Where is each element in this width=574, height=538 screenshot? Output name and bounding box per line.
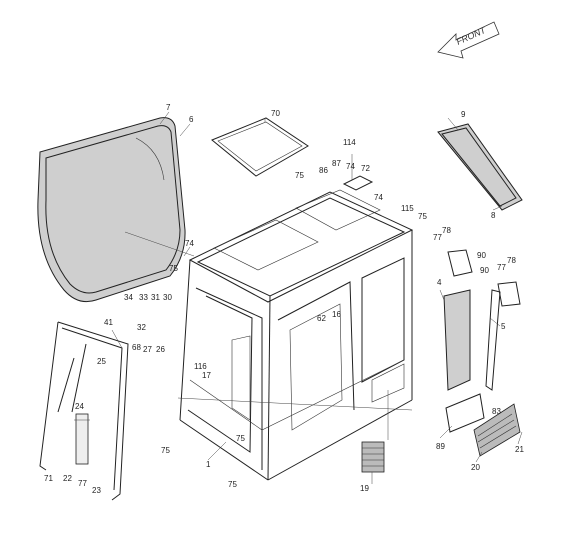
callout-27: 27 [143, 345, 152, 354]
callout-70: 70 [271, 109, 280, 118]
callout-20: 20 [471, 463, 480, 472]
filter-20 [473, 403, 521, 457]
cab-frame [179, 189, 414, 481]
leader-lines [74, 111, 523, 484]
callout-9: 9 [461, 110, 466, 119]
callout-77-lower: 77 [78, 479, 87, 488]
callout-41: 41 [104, 318, 113, 327]
callout-21: 21 [515, 445, 524, 454]
callout-74-left: 74 [185, 239, 194, 248]
callout-1: 1 [206, 460, 211, 469]
callout-90-lower: 90 [480, 266, 489, 275]
door-seal [39, 321, 129, 501]
callout-116: 116 [194, 362, 207, 371]
roof-bracket [342, 154, 374, 191]
front-arrow: FRONT [437, 21, 500, 59]
callout-75-right: 75 [418, 212, 427, 221]
callout-72: 72 [361, 164, 370, 173]
callout-17: 17 [202, 371, 211, 380]
callout-68: 68 [132, 343, 141, 352]
callout-78-right: 78 [507, 256, 516, 265]
callout-89: 89 [436, 442, 445, 451]
callout-8: 8 [491, 211, 496, 220]
callout-25: 25 [97, 357, 106, 366]
callout-6: 6 [189, 115, 194, 124]
callout-24: 24 [75, 402, 84, 411]
seal-89 [445, 393, 485, 433]
callout-7: 7 [166, 103, 171, 112]
callout-86: 86 [319, 166, 328, 175]
callout-19: 19 [360, 484, 369, 493]
callout-5: 5 [501, 322, 506, 331]
callout-labels: 1 4 5 6 7 8 9 16 17 19 20 21 22 23 24 25… [44, 103, 524, 495]
callout-114: 114 [343, 138, 356, 147]
grille-19 [361, 441, 385, 473]
callout-16: 16 [332, 310, 341, 319]
callout-26: 26 [156, 345, 165, 354]
callout-75-bottom: 75 [228, 480, 237, 489]
callout-75-left: 75 [169, 264, 178, 273]
callout-30: 30 [163, 293, 172, 302]
callout-4: 4 [437, 278, 442, 287]
callout-22: 22 [63, 474, 72, 483]
callout-75-mid: 75 [236, 434, 245, 443]
callout-77-upper: 77 [433, 233, 442, 242]
callout-74-right: 74 [374, 193, 383, 202]
callout-77-right: 77 [497, 263, 506, 272]
callout-78-upper: 78 [442, 226, 451, 235]
wiper-arm [57, 343, 89, 465]
callout-87: 87 [332, 159, 341, 168]
callout-75-front: 75 [161, 446, 170, 455]
front-windshield-glass [37, 117, 186, 303]
roof-glass [211, 117, 309, 177]
callout-62: 62 [317, 314, 326, 323]
callout-34: 34 [124, 293, 133, 302]
side-glass [443, 289, 501, 391]
callout-71: 71 [44, 474, 53, 483]
callout-33: 33 [139, 293, 148, 302]
rear-window-glass [437, 123, 523, 211]
small-frames [447, 249, 521, 307]
callout-75-top: 75 [295, 171, 304, 180]
callout-90-upper: 90 [477, 251, 486, 260]
callout-115: 115 [401, 204, 414, 213]
callout-31: 31 [151, 293, 160, 302]
callout-23: 23 [92, 486, 101, 495]
callout-74-top: 74 [346, 162, 355, 171]
callout-83: 83 [492, 407, 501, 416]
callout-32: 32 [137, 323, 146, 332]
